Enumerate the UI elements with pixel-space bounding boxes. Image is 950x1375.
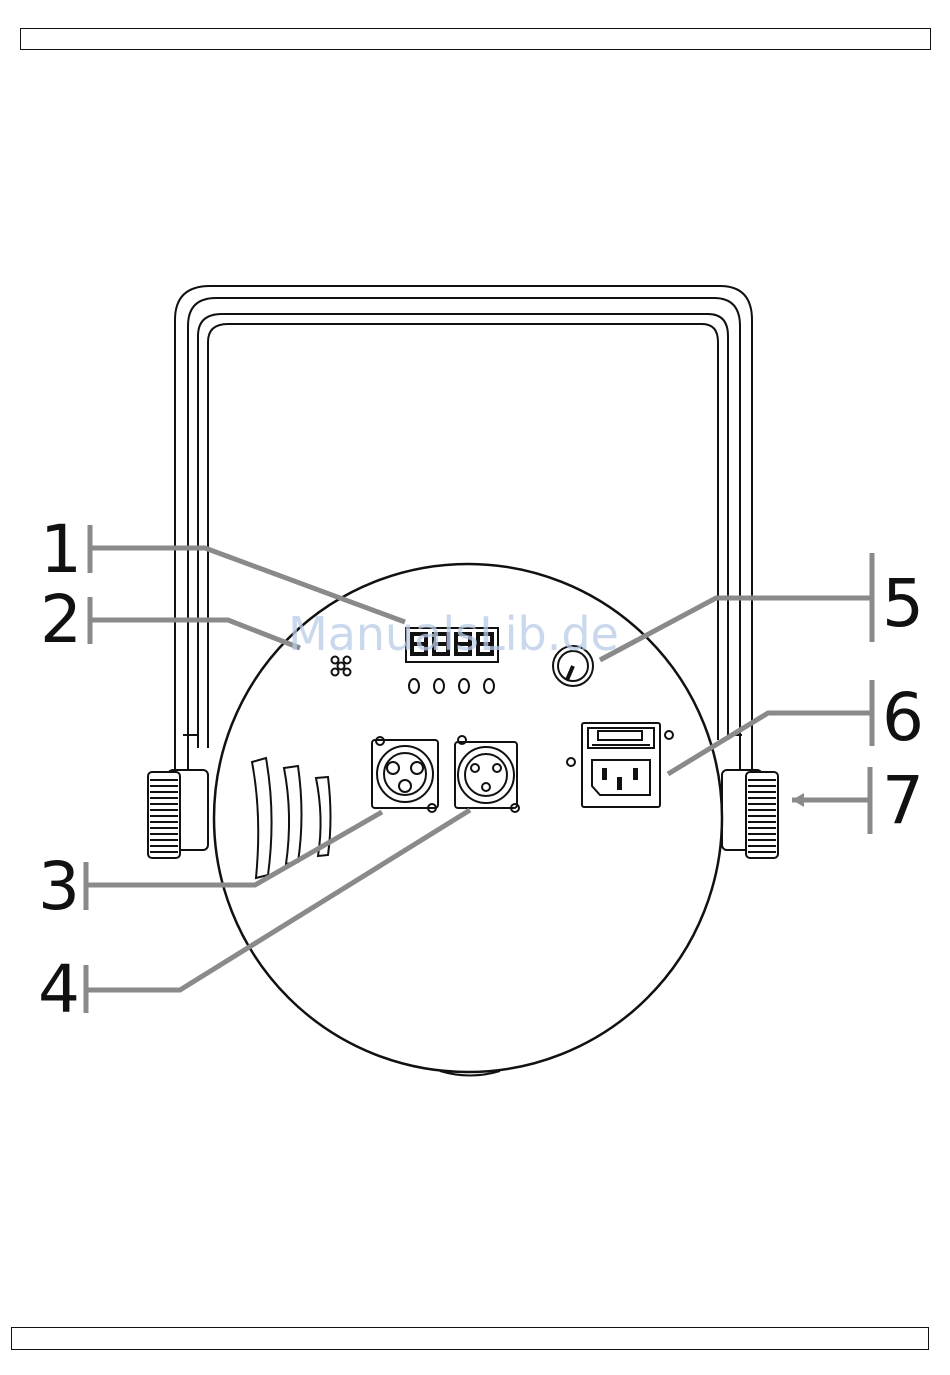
callout-label-5: 5 xyxy=(882,565,924,642)
watermark-text: ManualsLib.de xyxy=(288,607,619,661)
callout-label-1: 1 xyxy=(40,511,82,588)
right-bracket-knob[interactable] xyxy=(722,770,778,858)
callout-label-2: 2 xyxy=(40,581,82,658)
footer-box xyxy=(11,1327,929,1350)
left-bracket-knob[interactable] xyxy=(148,770,208,858)
callout-label-3: 3 xyxy=(38,848,80,925)
callout-label-4: 4 xyxy=(38,951,80,1028)
callout-label-6: 6 xyxy=(882,679,924,756)
callout-label-7: 7 xyxy=(882,762,924,839)
